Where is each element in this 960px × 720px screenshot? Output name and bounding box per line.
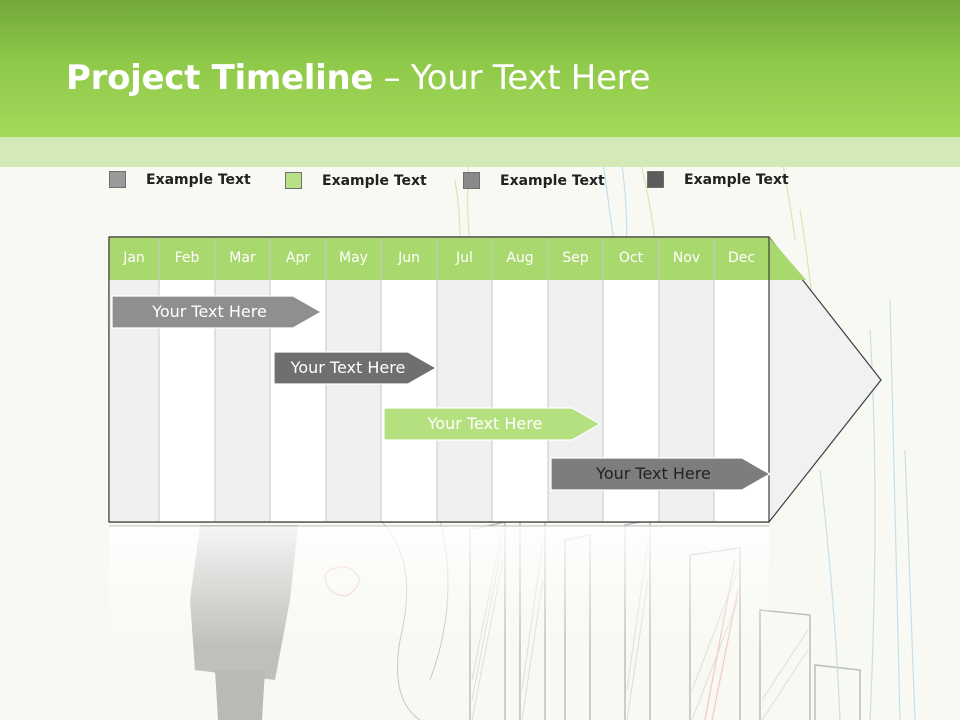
task-bar-2 bbox=[273, 351, 438, 385]
month-header-cell bbox=[159, 237, 215, 280]
title-rest: – Your Text Here bbox=[373, 58, 651, 98]
month-label-may: May bbox=[339, 250, 368, 266]
month-label-apr: Apr bbox=[285, 250, 311, 266]
month-header-cell bbox=[326, 237, 381, 280]
legend-swatch-1 bbox=[109, 171, 126, 188]
legend-label-1: Example Text bbox=[146, 172, 251, 188]
task-label-3: Your Text Here bbox=[427, 414, 543, 433]
month-header-cell bbox=[714, 237, 769, 280]
month-label-aug: Aug bbox=[506, 250, 534, 266]
month-label-feb: Feb bbox=[174, 250, 200, 266]
month-label-mar: Mar bbox=[229, 250, 256, 266]
month-label-jan: Jan bbox=[123, 250, 145, 266]
column-dividers bbox=[108, 236, 770, 523]
arrow-header-tip bbox=[769, 237, 806, 280]
month-label-jun: Jun bbox=[398, 250, 420, 266]
month-column bbox=[492, 280, 548, 522]
header-band bbox=[0, 137, 960, 167]
legend-label-4: Example Text bbox=[684, 172, 789, 188]
task-label-4: Your Text Here bbox=[596, 464, 711, 483]
month-header-cell bbox=[492, 237, 548, 280]
timeline-reflection bbox=[108, 525, 769, 646]
legend-label-2: Example Text bbox=[322, 173, 427, 189]
month-header-cell bbox=[548, 237, 603, 280]
task-bar-3 bbox=[383, 407, 602, 441]
month-header-cell bbox=[381, 237, 437, 280]
task-label-2: Your Text Here bbox=[290, 358, 406, 377]
month-column bbox=[326, 280, 381, 522]
month-label-jul: Jul bbox=[456, 250, 473, 266]
month-label-sep: Sep bbox=[562, 250, 589, 266]
month-header-cell bbox=[270, 237, 326, 280]
legend-label-3: Example Text bbox=[500, 173, 605, 189]
task-bar-1 bbox=[111, 295, 323, 329]
task-bar-4 bbox=[550, 457, 772, 491]
month-label-dec: Dec bbox=[727, 250, 756, 266]
legend-swatch-2 bbox=[285, 172, 302, 189]
task-label-1: Your Text Here bbox=[152, 302, 267, 321]
month-label-nov: Nov bbox=[672, 250, 701, 266]
month-label-oct: Oct bbox=[618, 250, 644, 266]
month-header-cell bbox=[437, 237, 492, 280]
month-header-cell bbox=[603, 237, 659, 280]
month-header-cell bbox=[659, 237, 714, 280]
month-column bbox=[437, 280, 492, 522]
month-header-cell bbox=[109, 237, 159, 280]
task-bars bbox=[111, 295, 772, 491]
month-header-cell bbox=[215, 237, 270, 280]
page-title: Project Timeline – Your Text Here bbox=[66, 58, 651, 98]
title-bold: Project Timeline bbox=[66, 58, 374, 98]
legend-swatch-4 bbox=[647, 171, 664, 188]
header-bar bbox=[0, 0, 960, 137]
legend-swatch-3 bbox=[463, 172, 480, 189]
month-column bbox=[381, 280, 437, 522]
